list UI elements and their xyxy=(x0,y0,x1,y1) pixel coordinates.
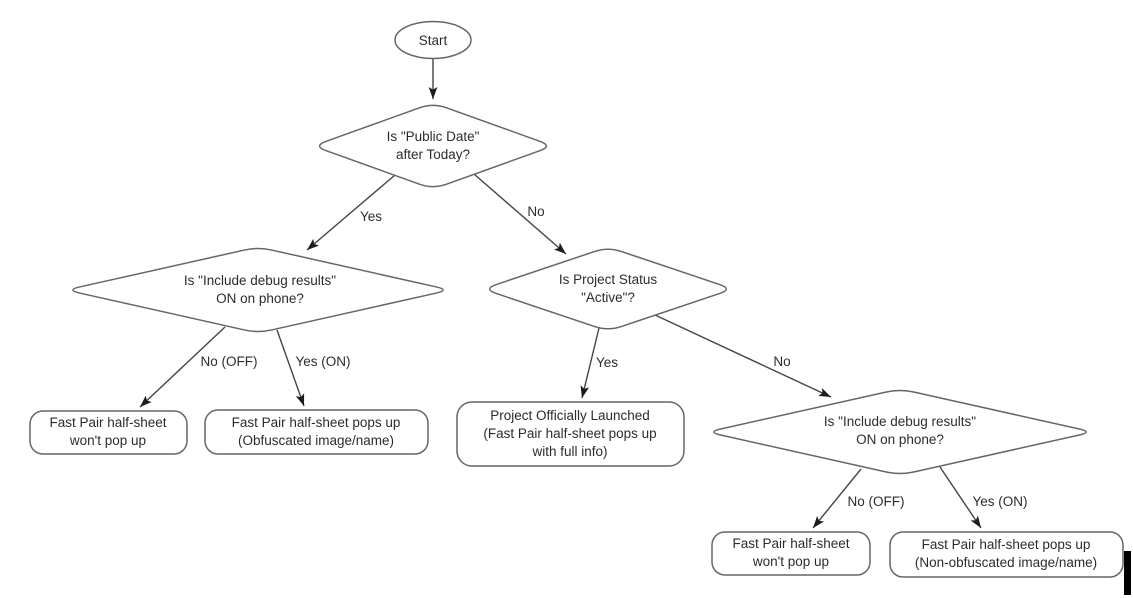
edge-label-public-date-yes: Yes xyxy=(359,209,383,224)
decision-debug-left-label: Is "Include debug results" ON on phone? xyxy=(184,272,336,308)
edge-label-project-status-yes: Yes xyxy=(595,355,619,370)
decision-debug-right-shape xyxy=(713,389,1087,475)
arrow-project-status-yes xyxy=(580,327,600,399)
result-non-obfuscated-shape xyxy=(889,531,1124,578)
label-line: "Active"? xyxy=(581,290,635,305)
result-non-obfuscated-label: Fast Pair half-sheet pops up (Non-obfusc… xyxy=(915,536,1097,572)
label-line: ON on phone? xyxy=(856,432,944,447)
text-cursor-artifact xyxy=(1124,551,1131,595)
edge-label-debug-left-no: No (OFF) xyxy=(200,354,258,369)
start-label: Start xyxy=(418,33,448,48)
arrow-debug-left-no xyxy=(139,326,226,408)
result-no-popup-right-label: Fast Pair half-sheet won't pop up xyxy=(732,535,849,571)
label-line: Is "Public Date" xyxy=(386,129,480,144)
arrow-debug-right-yes xyxy=(939,466,982,529)
label-line: ON on phone? xyxy=(216,291,304,306)
arrow-public-date-no xyxy=(473,173,567,255)
label-line: Fast Pair half-sheet xyxy=(49,415,167,430)
label-line: (Obfuscated image/name) xyxy=(237,433,395,448)
arrow-public-date-yes xyxy=(306,174,396,251)
label-line: Fast Pair half-sheet xyxy=(732,536,850,551)
result-launched-shape xyxy=(456,401,685,467)
decision-project-status-label: Is Project Status "Active"? xyxy=(559,271,657,307)
arrow-project-status-no xyxy=(654,314,832,398)
result-obfuscated-shape xyxy=(204,409,429,455)
arrow-debug-left-yes xyxy=(276,329,305,407)
decision-project-status-shape xyxy=(488,248,728,330)
arrow-debug-right-no xyxy=(812,468,862,529)
result-launched-label: Project Officially Launched (Fast Pair h… xyxy=(483,407,656,461)
decision-public-date-label: Is "Public Date" after Today? xyxy=(387,128,480,164)
decision-public-date-shape xyxy=(318,104,548,188)
decision-debug-right-label: Is "Include debug results" ON on phone? xyxy=(824,413,976,449)
label-line: (Fast Pair half-sheet pops up xyxy=(483,426,657,441)
edge-label-project-status-no: No xyxy=(773,354,791,369)
label-line: Is "Include debug results" xyxy=(183,273,337,288)
label-line: Fast Pair half-sheet pops up xyxy=(231,415,401,430)
edge-label-debug-right-yes: Yes (ON) xyxy=(972,494,1028,509)
decision-debug-left-shape xyxy=(72,247,444,333)
label-line: Is "Include debug results" xyxy=(823,414,977,429)
result-obfuscated-label: Fast Pair half-sheet pops up (Obfuscated… xyxy=(232,414,401,450)
label-line: after Today? xyxy=(395,147,471,162)
label-line: with full info) xyxy=(532,444,608,459)
start-terminator-shape xyxy=(394,20,472,60)
label-line: Fast Pair half-sheet pops up xyxy=(921,537,1091,552)
result-no-popup-right-shape xyxy=(711,531,871,576)
edge-label-debug-left-yes: Yes (ON) xyxy=(295,354,351,369)
label-line: Project Officially Launched xyxy=(490,408,650,423)
edge-label-debug-right-no: No (OFF) xyxy=(847,494,905,509)
label-line: won't pop up xyxy=(69,433,147,448)
result-no-popup-left-label: Fast Pair half-sheet won't pop up xyxy=(49,414,166,450)
result-no-popup-left-shape xyxy=(29,410,188,455)
label-line: won't pop up xyxy=(752,554,830,569)
label-line: Is Project Status xyxy=(558,272,658,287)
label-line: (Non-obfuscated image/name) xyxy=(914,555,1098,570)
edge-label-public-date-no: No xyxy=(527,204,545,219)
